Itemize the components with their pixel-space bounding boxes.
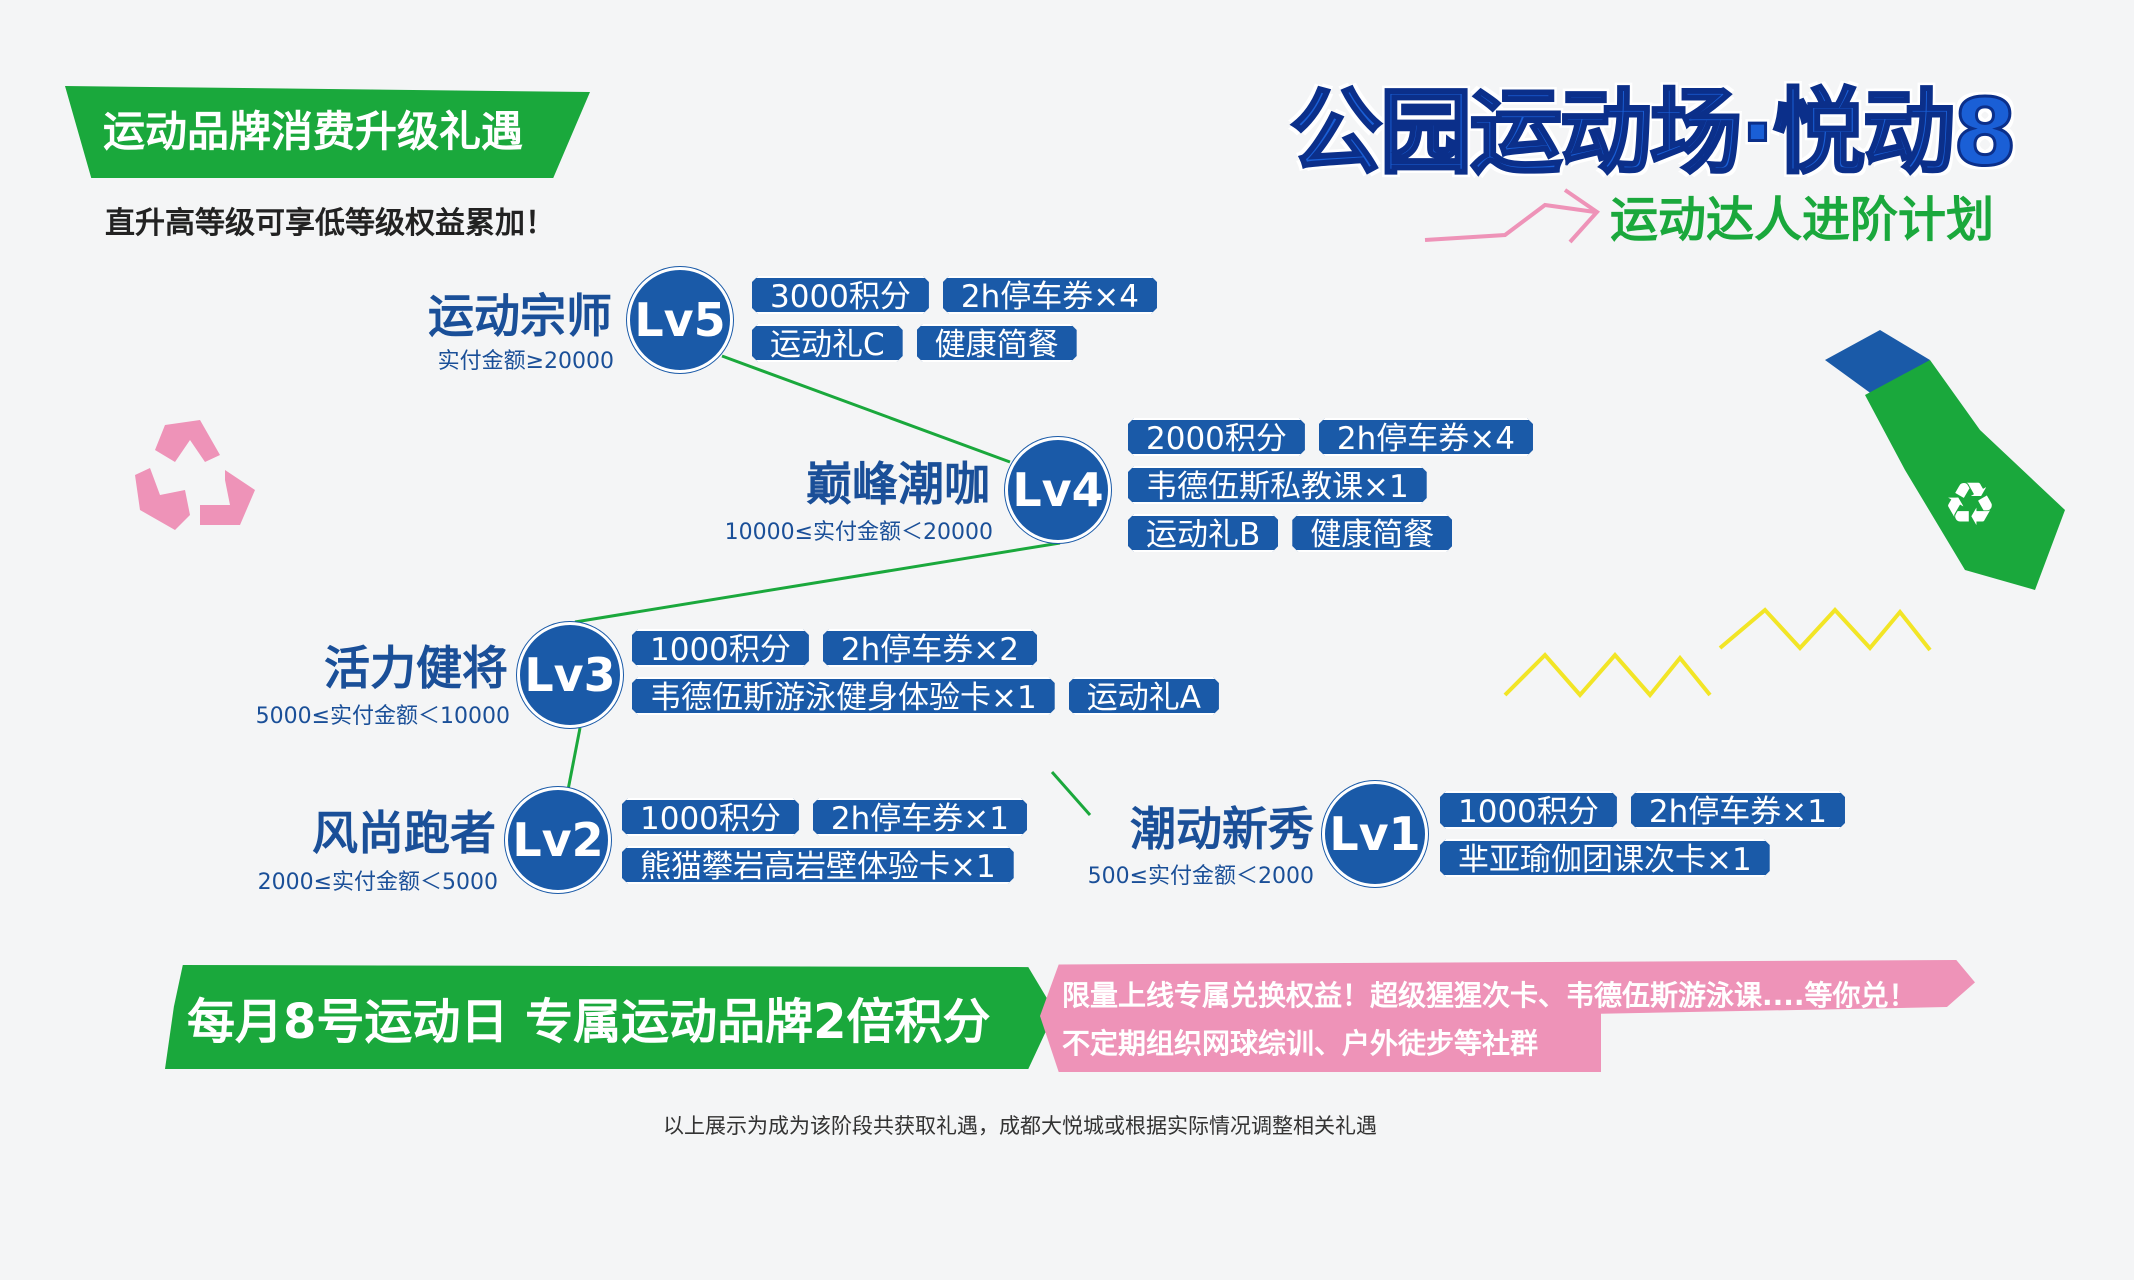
level-4-name: 巅峰潮咖: [806, 457, 990, 511]
benefit-tag: 3000积分: [752, 276, 929, 314]
benefit-tag: 2h停车券×4: [1319, 418, 1533, 456]
level-3-name: 活力健将: [324, 641, 508, 695]
sports-day-text: 每月8号运动日 专属运动品牌2倍积分: [187, 994, 991, 1050]
bottle-icon: ♻: [1825, 330, 2065, 590]
benefit-tag: 运动礼C: [752, 324, 903, 362]
benefit-tag: 2h停车券×1: [1631, 791, 1845, 829]
level-3-benefits: 1000积分 2h停车券×2 韦德伍斯游泳健身体验卡×1 运动礼A: [632, 629, 1219, 715]
level-2-name: 风尚跑者: [312, 806, 496, 860]
benefit-tag: 1000积分: [632, 629, 809, 667]
level-5-benefits: 3000积分 2h停车券×4 运动礼C 健康简餐: [752, 276, 1157, 362]
zigzag-decoration: [1503, 607, 1932, 699]
level-2-range: 2000≤实付金额＜5000: [257, 870, 498, 895]
benefit-tag: 2h停车券×2: [823, 629, 1037, 667]
benefit-tag: 运动礼B: [1128, 514, 1278, 552]
benefit-tag: 1000积分: [1440, 791, 1617, 829]
header-subtitle: 直升高等级可享低等级权益累加！: [105, 206, 555, 241]
benefit-tag: 健康简餐: [917, 324, 1077, 362]
level-5-badge: Lv5: [627, 267, 733, 373]
level-1-benefits: 1000积分 2h停车券×1 芈亚瑜伽团课次卡×1: [1440, 791, 1845, 877]
sports-day-banner: 每月8号运动日 专属运动品牌2倍积分: [165, 965, 1055, 1069]
page-subtitle: 运动达人进阶计划: [1610, 192, 1995, 248]
benefit-tag: 2000积分: [1128, 418, 1305, 456]
header-banner-text: 运动品牌消费升级礼遇: [103, 106, 524, 156]
header-banner: 运动品牌消费升级礼遇: [65, 86, 590, 178]
exclusive-benefits-line1: 限量上线专属兑换权益！超级猩猩次卡、韦德伍斯游泳课....等你兑！: [1062, 979, 1917, 1012]
level-1-name: 潮动新秀: [1130, 802, 1314, 856]
level-4-range: 10000≤实付金额＜20000: [724, 520, 993, 545]
level-4-benefits: 2000积分 2h停车券×4 韦德伍斯私教课×1 运动礼B 健康简餐: [1128, 418, 1533, 552]
benefit-tag: 芈亚瑜伽团课次卡×1: [1440, 839, 1770, 877]
recycle-icon: [135, 420, 255, 530]
benefit-tag: 熊猫攀岩高岩壁体验卡×1: [622, 846, 1014, 884]
benefit-tag: 2h停车券×4: [943, 276, 1157, 314]
benefit-tag: 韦德伍斯私教课×1: [1128, 466, 1427, 504]
connector-lines: [566, 354, 1092, 816]
level-1-badge: Lv1: [1322, 781, 1428, 887]
level-3-badge: Lv3: [517, 622, 623, 728]
svg-text:♻: ♻: [1943, 470, 1997, 540]
benefit-tag: 2h停车券×1: [813, 798, 1027, 836]
level-2-badge: Lv2: [505, 787, 611, 893]
benefit-tag: 健康简餐: [1292, 514, 1452, 552]
exclusive-benefits-line2: 不定期组织网球综训、户外徒步等社群: [1062, 1027, 1539, 1060]
benefit-tag: 韦德伍斯游泳健身体验卡×1: [632, 677, 1055, 715]
benefit-tag: 1000积分: [622, 798, 799, 836]
benefit-tag: 运动礼A: [1069, 677, 1219, 715]
level-4-badge: Lv4: [1005, 437, 1111, 543]
level-5-name: 运动宗师: [428, 289, 612, 343]
level-3-range: 5000≤实付金额＜10000: [255, 704, 510, 729]
level-2-benefits: 1000积分 2h停车券×1 熊猫攀岩高岩壁体验卡×1: [622, 798, 1027, 884]
footer-note: 以上展示为成为该阶段共获取礼遇，成都大悦城或根据实际情况调整相关礼遇: [663, 1114, 1377, 1138]
page-title: 公园运动场·悦动8: [1289, 78, 2019, 188]
arrow-icon: [1424, 188, 1601, 244]
level-5-range: 实付金额≥20000: [437, 349, 614, 374]
level-1-range: 500≤实付金额＜2000: [1087, 864, 1314, 889]
